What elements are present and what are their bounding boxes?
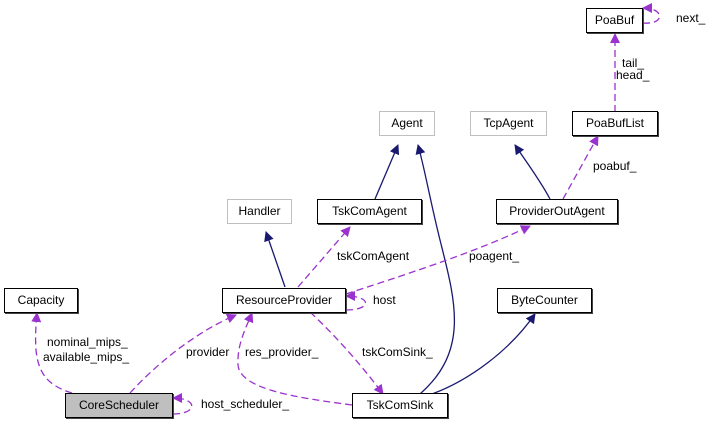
- label-available-mips: available_mips_: [43, 350, 130, 364]
- edge-provideroutagent-poabuflist: [562, 135, 599, 200]
- edge-resourceprovider-handler: [264, 231, 286, 288]
- edge-tskcomsink-agent: [415, 144, 456, 395]
- node-bytecounter[interactable]: ByteCounter: [497, 288, 592, 313]
- label-head: head_: [616, 68, 650, 82]
- edge-corescheduler-host-scheduler: [172, 393, 193, 415]
- node-capacity[interactable]: Capacity: [4, 288, 78, 313]
- node-handler[interactable]: Handler: [227, 199, 292, 224]
- edge-poabuf-next: [642, 3, 661, 24]
- label-host-scheduler: host_scheduler_: [201, 397, 290, 411]
- edge-provideroutagent-tcpagent: [514, 144, 551, 200]
- edge-resourceprovider-host: [345, 291, 366, 311]
- edge-corescheduler-resourceprovider: [129, 313, 237, 394]
- node-poabuf[interactable]: PoaBuf: [586, 8, 643, 33]
- label-tskcomagent: tskComAgent: [337, 249, 410, 263]
- node-tcpagent[interactable]: TcpAgent: [470, 111, 547, 136]
- edge-tskcomsink-resourceprovider: [237, 312, 353, 406]
- label-host: host: [373, 293, 396, 307]
- label-tail: tail_: [622, 56, 645, 70]
- label-provider: provider: [186, 345, 230, 359]
- node-tskcomsink[interactable]: TskComSink: [352, 393, 448, 418]
- node-agent[interactable]: Agent: [379, 111, 435, 136]
- edge-tskcomagent-agent: [374, 144, 400, 200]
- edge-resourceprovider-tskcomagent: [297, 226, 351, 288]
- edge-resourceprovider-tskcomsink: [309, 311, 384, 395]
- node-corescheduler[interactable]: CoreScheduler: [65, 393, 173, 418]
- label-nominal-mips: nominal_mips_: [47, 335, 128, 349]
- node-provideroutagent[interactable]: ProviderOutAgent: [496, 199, 618, 224]
- edge-tskcomsink-bytecounter: [431, 313, 536, 395]
- edge-corescheduler-capacity: [31, 312, 73, 394]
- label-poabuf: poabuf_: [593, 159, 637, 173]
- label-res-provider: res_provider_: [245, 345, 319, 359]
- label-next: next_: [676, 11, 706, 25]
- node-poabuflist[interactable]: PoaBufList: [572, 111, 658, 136]
- label-poagent: poagent_: [469, 249, 520, 263]
- node-tskcomagent[interactable]: TskComAgent: [317, 199, 422, 224]
- edge-resourceprovider-provideroutagent: [345, 225, 531, 295]
- node-resourceprovider[interactable]: ResourceProvider: [222, 288, 346, 313]
- label-tskcomsink: tskComSink_: [362, 345, 433, 359]
